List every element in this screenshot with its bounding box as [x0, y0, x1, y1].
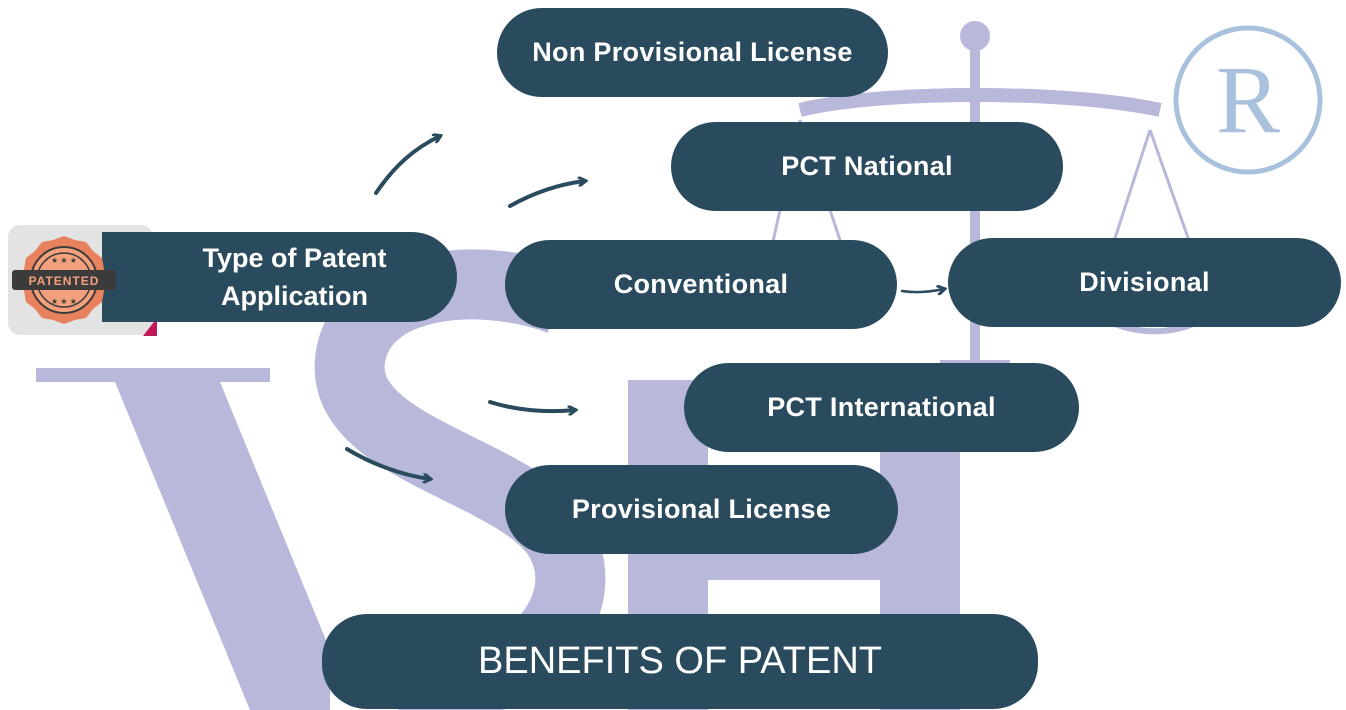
seal-text: PATENTED: [29, 274, 100, 288]
registered-mark-letter: R: [1216, 46, 1280, 153]
node-provisional-license: Provisional License: [505, 465, 898, 554]
arrow-to-pct-international: [488, 400, 575, 411]
node-conventional: Conventional: [505, 240, 897, 329]
patent-type-root-node: Type of Patent Application: [102, 232, 457, 322]
seal-stars-top: ★ ★ ★: [51, 256, 77, 265]
arrow-to-non-provisional: [374, 136, 440, 195]
arrow-conventional-to-divisional: [900, 289, 944, 292]
watermark-letter-v: [36, 368, 330, 710]
seal-stars-bottom: ★ ★ ★: [51, 297, 77, 306]
benefits-of-patent-banner: BENEFITS OF PATENT: [322, 614, 1038, 709]
root-label-line1: Type of Patent: [202, 243, 387, 273]
arrow-to-provisional: [345, 447, 430, 479]
patented-seal-icon: PATENTED ★ ★ ★ ★ ★ ★: [12, 236, 116, 324]
registered-mark-icon: R: [1173, 25, 1323, 175]
node-non-provisional-license: Non Provisional License: [497, 8, 888, 97]
arrow-to-pct-national: [508, 181, 585, 208]
root-label-line2: Application: [221, 281, 368, 311]
node-divisional: Divisional: [948, 238, 1341, 327]
node-pct-international: PCT International: [684, 363, 1079, 452]
node-pct-national: PCT National: [671, 122, 1063, 211]
